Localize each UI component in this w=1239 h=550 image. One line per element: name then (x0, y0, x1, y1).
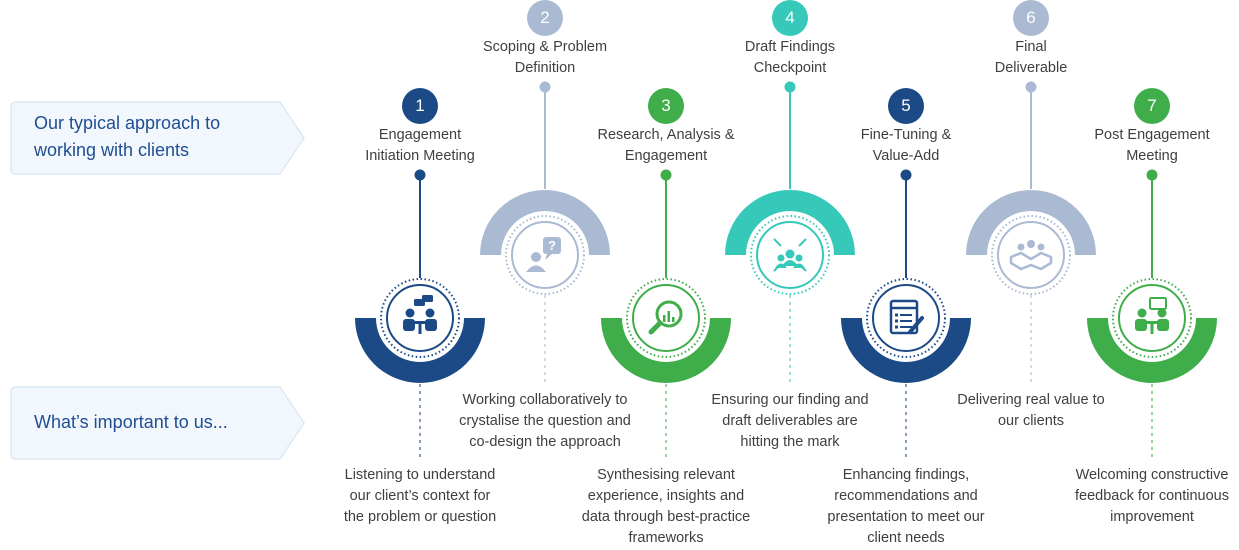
half-ring (966, 190, 1096, 255)
step-number-badge: 1 (402, 88, 438, 124)
step-title: Research, Analysis & Engagement (597, 127, 735, 164)
dotted-ring (991, 215, 1071, 295)
step-title: Fine-Tuning & Value-Add (860, 127, 952, 164)
icon-circle (872, 284, 940, 352)
step-number-badge: 3 (648, 88, 684, 124)
connector-dot (1146, 169, 1158, 181)
icon-circle (1118, 284, 1186, 352)
step-description: Ensuring our finding and draft deliverab… (711, 392, 869, 450)
step-description: Enhancing findings, recommendations and … (827, 467, 985, 546)
step-number-badge: 7 (1134, 88, 1170, 124)
team-focus-icon (773, 238, 807, 272)
dotted-ring (1112, 278, 1192, 358)
meeting-icon (403, 295, 437, 334)
connector-dot (539, 81, 551, 93)
handshake-icon (1009, 240, 1053, 271)
step-title: Scoping & Problem Definition (482, 39, 608, 76)
icon-circle (511, 221, 579, 289)
feedback-meeting-icon (1135, 297, 1169, 334)
svg-text:?: ? (548, 238, 556, 253)
icon-circle (997, 221, 1065, 289)
connector-dot (784, 81, 796, 93)
important-label: What’s important to us... (10, 386, 305, 460)
dotted-ring (505, 215, 585, 295)
label-arrow-shape (10, 101, 305, 175)
process-step-1 (355, 169, 485, 458)
dotted-ring (866, 278, 946, 358)
half-ring (725, 190, 855, 255)
process-step-3 (601, 169, 731, 458)
icon-circle (386, 284, 454, 352)
approach-label-text: Our typical approach to working with cli… (34, 113, 221, 160)
step-title: Final Deliverable (994, 39, 1068, 76)
step-description: Delivering real value to our clients (957, 392, 1105, 429)
step-number-badge: 5 (888, 88, 924, 124)
step-title: Engagement Initiation Meeting (365, 127, 475, 164)
connector-dot (1025, 81, 1037, 93)
process-step-7 (1087, 169, 1217, 458)
step-description: Working collaboratively to crystalise th… (459, 392, 631, 450)
dotted-ring (380, 278, 460, 358)
document-edit-icon (889, 299, 924, 335)
icon-circle (632, 284, 700, 352)
step-title: Draft Findings Checkpoint (744, 39, 836, 76)
half-ring (1087, 318, 1217, 383)
step-description: Welcoming constructive feedback for cont… (1075, 467, 1229, 525)
important-label-text: What’s important to us... (34, 411, 228, 432)
question-person-icon: ? (526, 237, 561, 272)
half-ring (601, 318, 731, 383)
step-number-badge: 4 (772, 0, 808, 36)
connector-dot (900, 169, 912, 181)
dotted-ring (750, 215, 830, 295)
half-ring (841, 318, 971, 383)
step-number-badge: 2 (527, 0, 563, 36)
connector-dot (414, 169, 426, 181)
connector-dot (660, 169, 672, 181)
step-title: Post Engagement Meeting (1094, 127, 1210, 164)
step-description: Synthesising relevant experience, insigh… (581, 467, 751, 546)
step-number-badge: 6 (1013, 0, 1049, 36)
label-arrow-shape (10, 386, 305, 460)
process-step-2 (480, 81, 610, 385)
dotted-ring (626, 278, 706, 358)
process-step-5 (841, 169, 971, 458)
half-ring (480, 190, 610, 255)
magnifier-chart-icon (648, 300, 683, 335)
approach-label: Our typical approach to working with cli… (10, 101, 305, 175)
process-step-6 (966, 81, 1096, 385)
step-description: Listening to understand our client’s con… (343, 467, 497, 525)
half-ring (355, 318, 485, 383)
